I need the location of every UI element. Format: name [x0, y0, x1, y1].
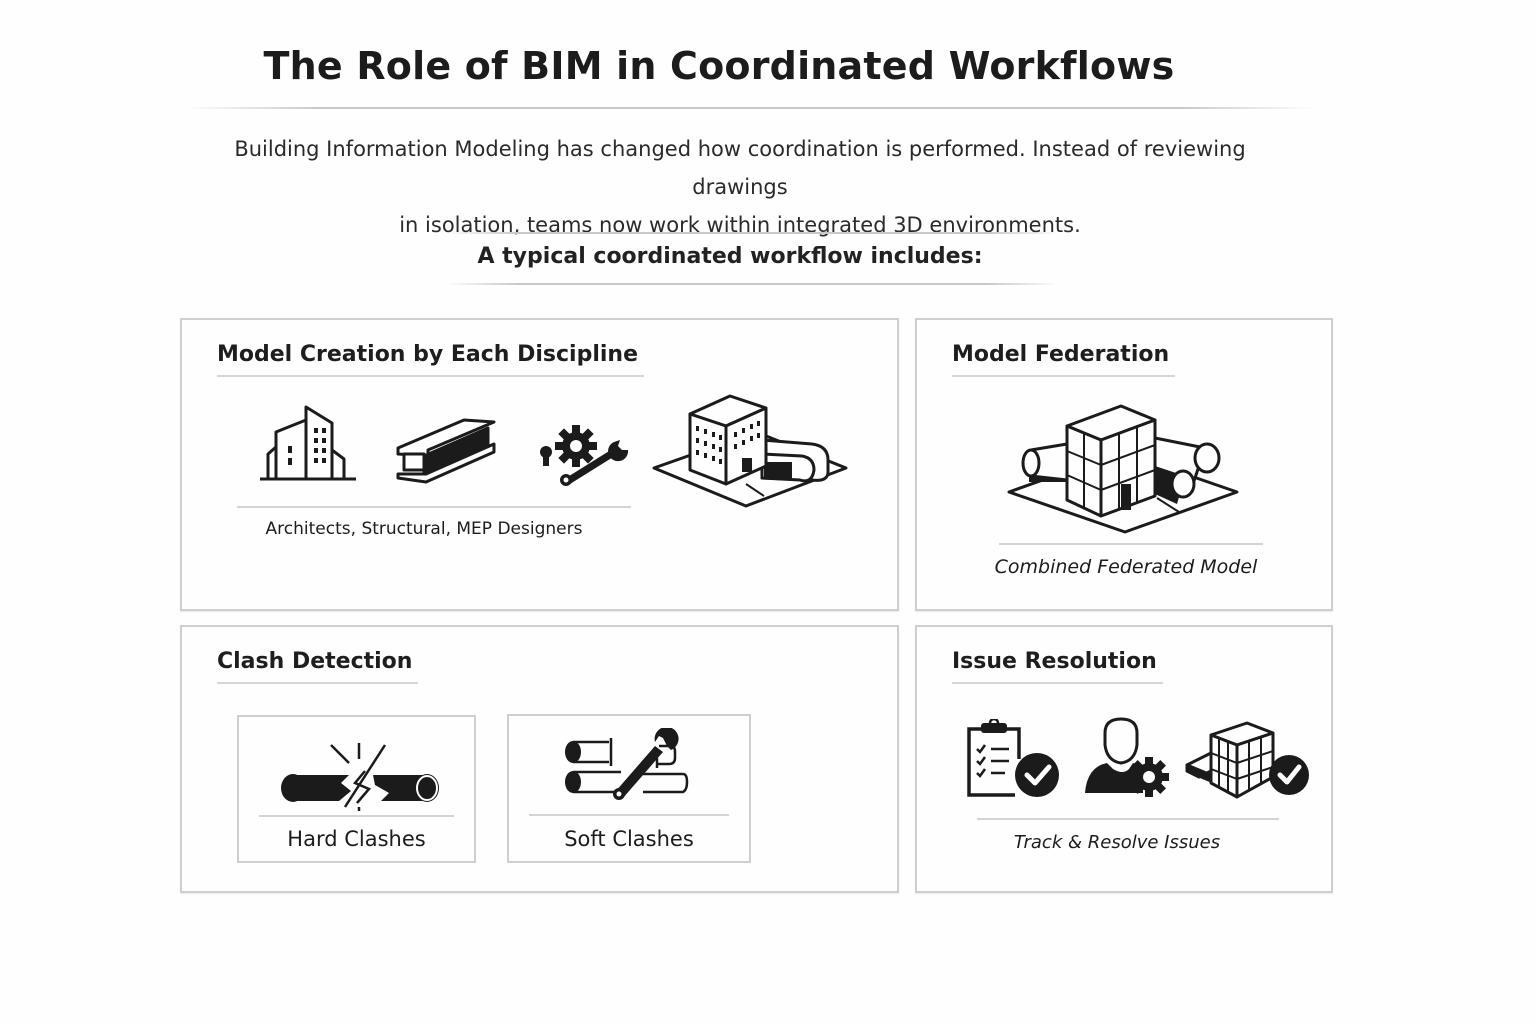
title-divider — [185, 107, 1315, 109]
card-title: Model Federation — [952, 342, 1176, 377]
card-divider — [999, 543, 1263, 545]
subheading-bottom-divider — [445, 283, 1060, 285]
model-approved-icon — [1185, 721, 1309, 799]
user-gear-icon — [1085, 717, 1169, 797]
broken-pipe-icon — [281, 743, 439, 811]
mep-gear-wrench-icon — [540, 425, 629, 486]
intro-line-1: Building Information Modeling has change… — [234, 137, 1246, 199]
intro-paragraph: Building Information Modeling has change… — [200, 130, 1280, 244]
subheading-top-divider — [445, 232, 1060, 234]
step-card-clash-detection: Clash Detection Hard Clashes — [180, 625, 899, 893]
card-title: Model Creation by Each Discipline — [217, 342, 645, 377]
card-divider — [977, 818, 1279, 820]
subcard-label: Soft Clashes — [564, 827, 694, 851]
federated-model-icon — [1007, 404, 1239, 534]
intro-line-2: in isolation, teams now work within inte… — [399, 213, 1081, 237]
card-caption: Combined Federated Model — [994, 556, 1258, 578]
step-card-model-creation: Model Creation by Each Discipline — [180, 318, 899, 611]
card-title: Issue Resolution — [952, 649, 1163, 684]
card-caption: Track & Resolve Issues — [1013, 832, 1221, 853]
isometric-building-model-icon — [652, 394, 848, 508]
steel-i-beam-icon — [396, 418, 496, 484]
step-card-model-federation: Model Federation Combined Federated Mode… — [915, 318, 1333, 611]
step-card-issue-resolution: Issue Resolution — [915, 625, 1333, 893]
card-caption: Architects, Structural, MEP Designers — [265, 519, 583, 539]
card-divider — [237, 506, 631, 508]
workflow-subheading: A typical coordinated workflow includes: — [477, 244, 983, 269]
subcard-label: Hard Clashes — [287, 827, 426, 851]
pipes-wrench-icon — [565, 728, 689, 800]
card-title: Clash Detection — [217, 649, 419, 684]
page-title: The Role of BIM in Coordinated Workflows — [263, 44, 1175, 88]
hard-clashes-card: Hard Clashes — [237, 715, 476, 863]
soft-clashes-card: Soft Clashes — [507, 714, 751, 863]
architecture-building-icon — [260, 405, 356, 481]
checklist-approved-icon — [967, 719, 1059, 797]
subcard-divider — [529, 814, 729, 816]
subcard-divider — [259, 815, 454, 817]
